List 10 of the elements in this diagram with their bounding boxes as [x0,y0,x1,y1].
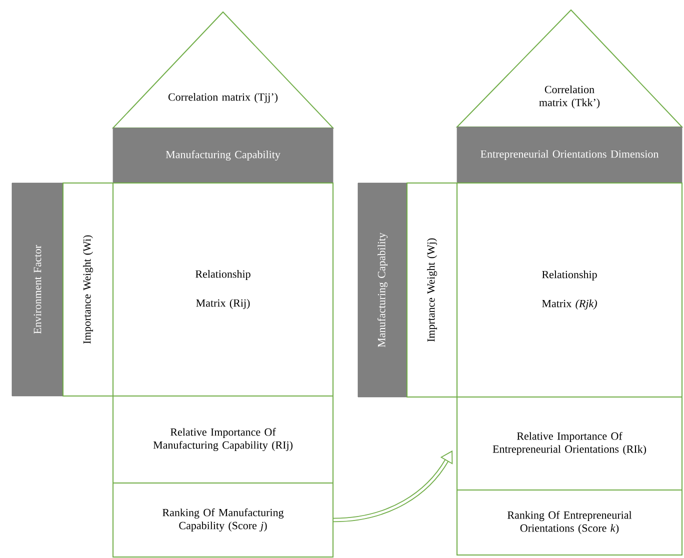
weight-column: Imprtance Weight (Wj) [406,182,458,398]
process-box: Relative Importance Of Manufacturing Capability (RIj) [112,396,334,484]
side-label-box: Environment Factor [12,182,64,396]
header-box: Manufacturing Capability [112,128,334,184]
weight-column: Importance Weight (Wi) [62,182,114,396]
process-box: Relative Importance Of Entrepreneurial Orientations (RIk) [456,396,682,490]
side-label-box: Manufacturing Capability [358,182,408,398]
process-box: Ranking Of Manufacturing Capability (Score j) [112,482,334,558]
process-box: Ranking Of Entrepreneurial Orientations (Score k) [456,490,682,556]
header-box: Entrepreneurial Orientations Dimension [456,126,682,184]
